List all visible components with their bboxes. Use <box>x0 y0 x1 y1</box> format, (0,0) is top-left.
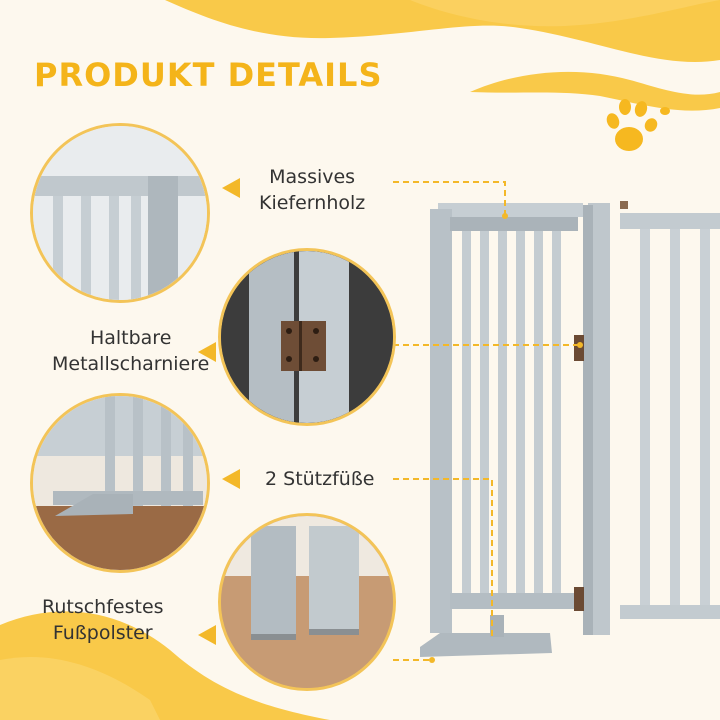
feature-label-wood: Massives Kiefernholz <box>259 164 365 216</box>
detail-circle-pad <box>218 513 396 691</box>
feature-label-hinge-line2: Metallscharniere <box>52 353 210 375</box>
feature-label-pad-line2: Fußpolster <box>52 622 153 644</box>
feature-label-hinge-line1: Haltbare <box>89 327 172 349</box>
feature-label-wood-line1: Massives <box>269 166 356 188</box>
feature-label-feet-line1: 2 Stützfüße <box>265 468 375 490</box>
detail-circle-hinge <box>218 248 396 426</box>
detail-circle-wood <box>30 123 210 303</box>
fence-illustration <box>420 201 720 657</box>
detail-circle-foot <box>30 393 210 573</box>
page-title: PRODUKT DETAILS <box>34 56 383 94</box>
feature-label-pad: Rutschfestes Fußpolster <box>42 594 164 646</box>
feature-label-feet: 2 Stützfüße <box>265 466 375 492</box>
paw-icon <box>606 99 670 151</box>
feature-label-pad-line1: Rutschfestes <box>42 596 164 618</box>
feature-label-wood-line2: Kiefernholz <box>259 192 366 214</box>
feature-label-hinge: Haltbare Metallscharniere <box>52 325 209 377</box>
